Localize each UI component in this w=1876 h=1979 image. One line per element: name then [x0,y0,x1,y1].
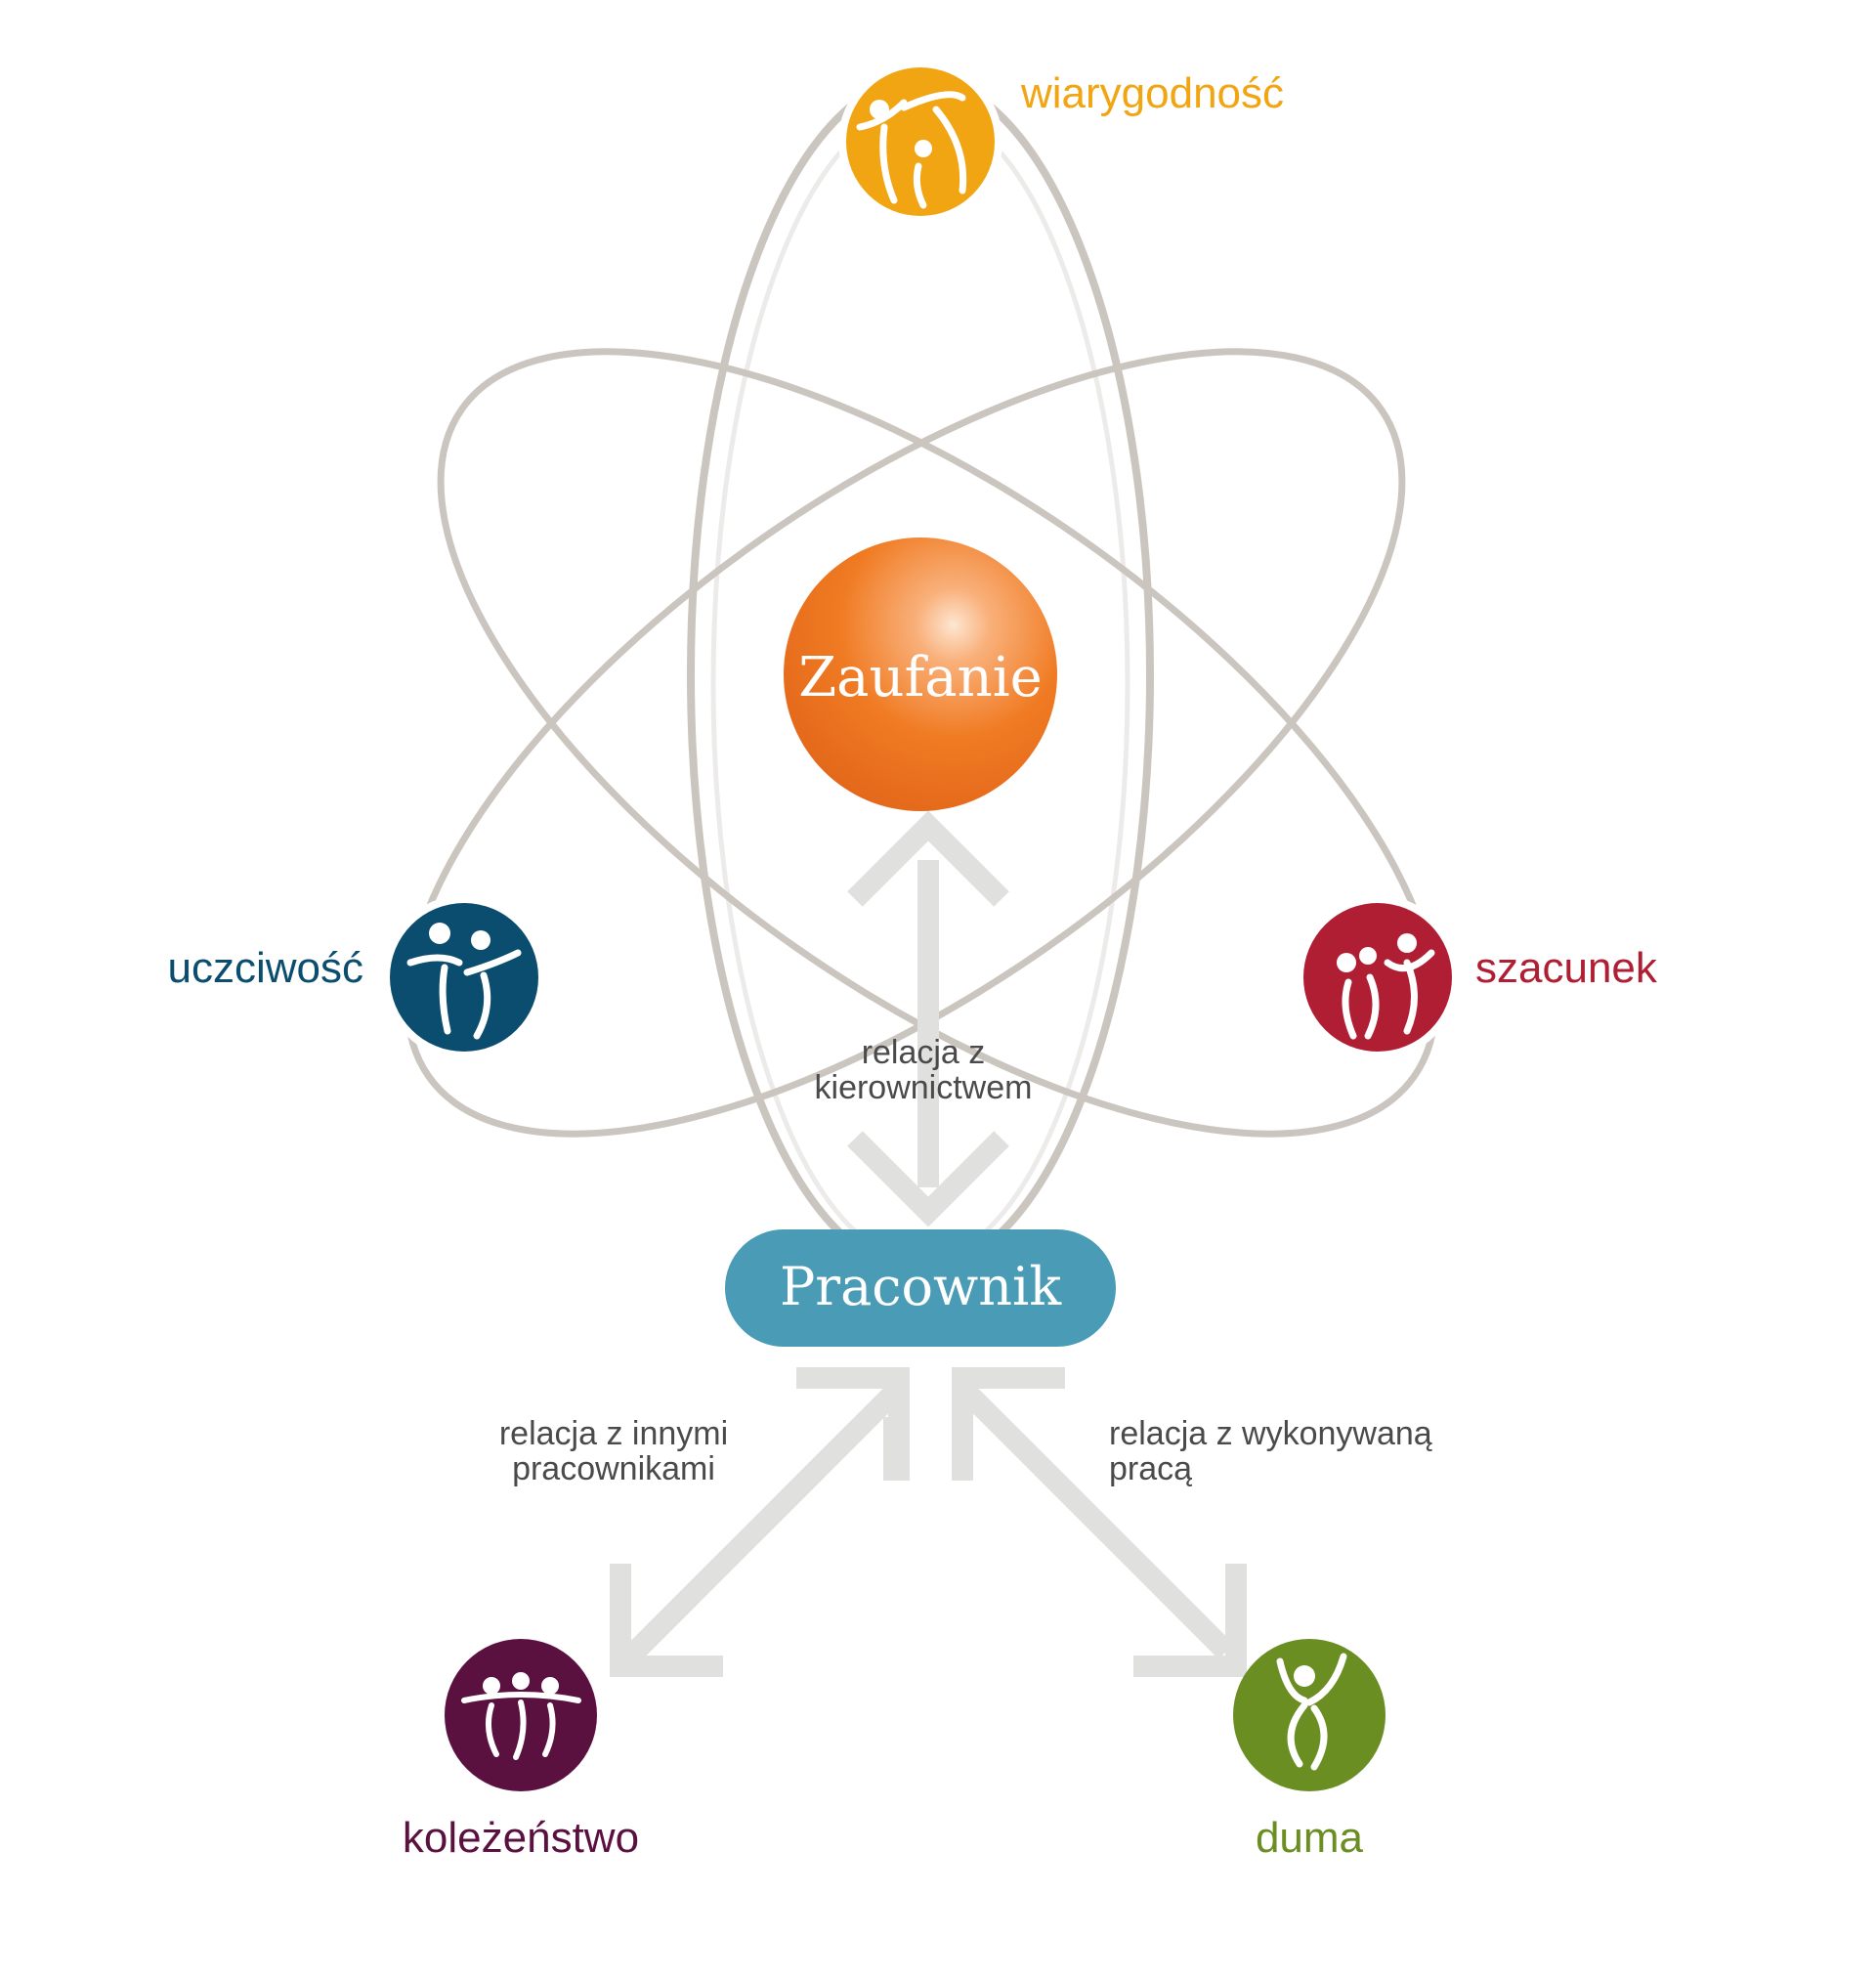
pracownik-label: Pracownik [780,1256,1062,1317]
arrows [610,810,1247,1677]
kolezenstwo-node: koleżeństwo [403,1639,639,1862]
people-reaching-icon [406,923,522,1040]
uczciwosc-circle [390,903,538,1052]
arrow-work [952,1367,1247,1677]
uczciwosc-label: uczciwość [168,944,364,992]
pracownik-node: Pracownik [725,1229,1116,1347]
relation-colleagues: relacja z innymi pracownikami [499,1415,728,1487]
relation-colleagues-line1: relacja z innymi [499,1415,728,1452]
pracownik-pill [725,1229,1116,1347]
uczciwosc-node: uczciwość [168,895,546,1059]
orbit-right [404,348,1406,1138]
relation-work: relacja z wykonywaną pracą [1109,1415,1432,1487]
wiarygodnosc-label: wiarygodność [1020,69,1284,117]
wiarygodnosc-node: wiarygodność [838,60,1284,224]
relation-management-line1: relacja z [862,1034,986,1071]
group-hug-icon [461,1672,581,1760]
zaufanie-label: Zaufanie [798,646,1043,710]
kolezenstwo-label: koleżeństwo [403,1814,639,1862]
arrow-colleagues [610,1367,910,1677]
relation-management-line2: kierownictwem [815,1069,1033,1106]
orbit-left [437,348,1439,1138]
relation-colleagues-line2: pracownikami [512,1450,715,1487]
arrow-management [847,810,1009,1227]
duma-label: duma [1256,1814,1364,1862]
relation-work-line2: pracą [1109,1450,1192,1487]
relation-management: relacja z kierownictwem [815,1034,1033,1106]
people-climbing-icon [856,91,967,209]
duma-circle [1233,1639,1386,1791]
relation-work-line1: relacja z wykonywaną [1109,1415,1432,1452]
szacunek-circle [1303,903,1452,1052]
zaufanie-sphere [784,538,1057,811]
person-cheering-icon [1276,1653,1347,1771]
szacunek-node: szacunek [1296,895,1658,1059]
people-greeting-icon [1337,933,1435,1040]
zaufanie-node: Zaufanie [784,538,1057,811]
szacunek-label: szacunek [1475,944,1658,992]
duma-node: duma [1233,1639,1386,1862]
